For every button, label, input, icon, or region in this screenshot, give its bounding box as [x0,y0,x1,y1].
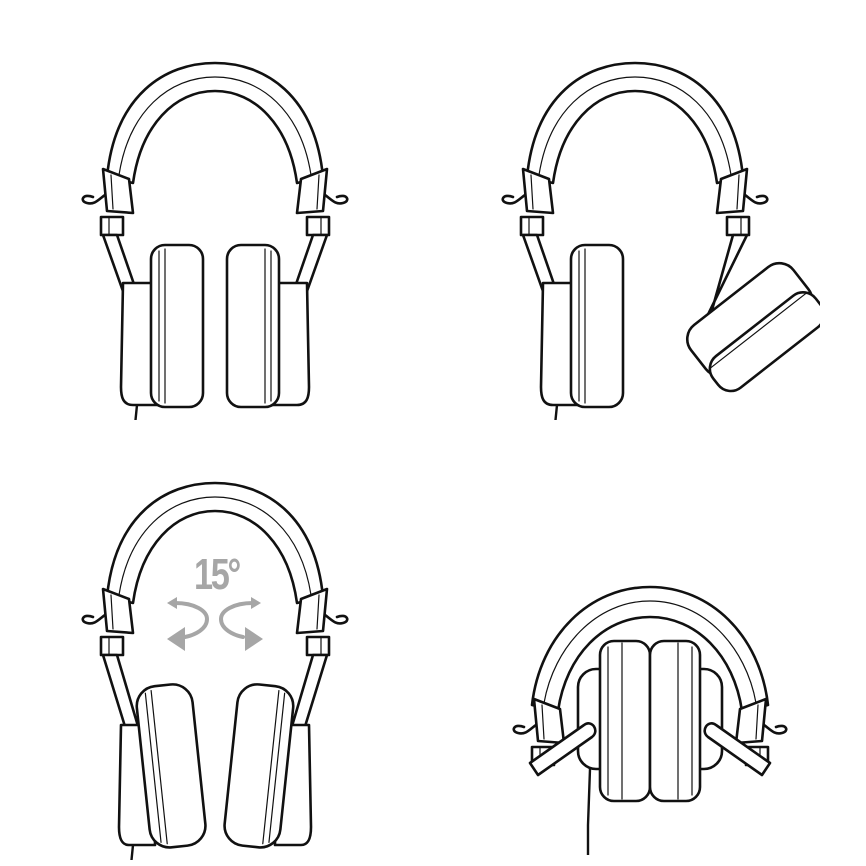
angle-label: 15° [194,550,241,599]
headphones-front-view [60,50,370,420]
headphones-swiveled-icon [501,61,820,420]
headphones-folded-view [480,570,820,860]
headphones-swiveled-view [480,50,820,420]
rotate-right-arrow-icon [218,597,263,651]
headphones-folded-icon [512,585,788,855]
headphones-front-icon [81,61,349,420]
headphones-swivel-icon [81,481,349,860]
rotate-left-arrow-icon [167,597,210,651]
headphones-swivel-angle-view [60,470,370,860]
